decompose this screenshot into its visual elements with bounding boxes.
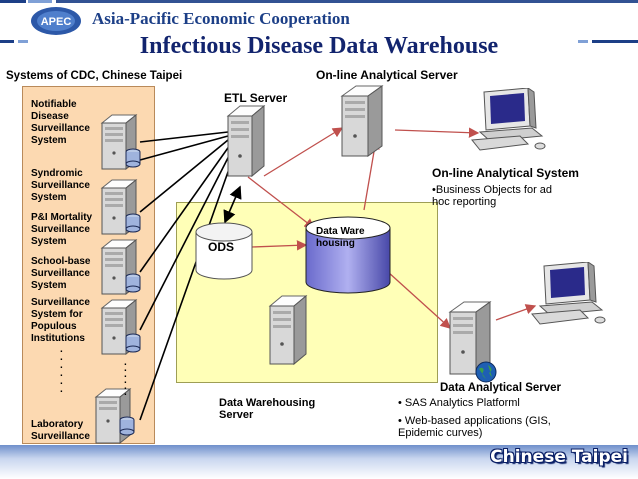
analytics-client-workstation-icon (530, 261, 610, 331)
arrow-etl-dw (247, 176, 316, 229)
olap-system-title: On-line Analytical System (432, 166, 579, 180)
source-school-base: School-base Surveillance System (31, 256, 91, 291)
connector-school-etl (139, 144, 231, 273)
source-ellipsis-right: . . . . . . (124, 357, 127, 398)
source-pi-mortality: P&I Mortality Surveillance System (31, 212, 93, 247)
data-analytical-server-icon (448, 300, 504, 385)
connector-institutions-etl (139, 149, 233, 331)
cdc-systems-heading: Systems of CDC, Chinese Taipei (6, 70, 183, 82)
olap-server-label: On-line Analytical Server (316, 68, 458, 82)
etl-server-label: ETL Server (224, 91, 288, 105)
footer-bar (0, 445, 638, 479)
etl-server-icon (226, 104, 270, 185)
server-laboratory-icon (94, 387, 138, 450)
arrow-olap-client (394, 127, 480, 138)
globe-icon (474, 360, 498, 389)
data-analytical-server-label: Data Analytical Server (440, 382, 562, 394)
server-institutions-icon (100, 298, 144, 361)
data-warehouse-label: Data Warehousing (316, 226, 365, 249)
source-laboratory: Laboratory Surveillance (31, 419, 90, 442)
data-warehouse-database-icon (304, 216, 396, 301)
connector-notifiable-etl (139, 131, 229, 143)
connector-syndromic-etl (139, 135, 229, 161)
analytics-bullet-sas: • SAS Analytics Platforml (398, 397, 520, 409)
data-warehousing-server-label: Data Warehousing Server (219, 397, 316, 421)
arrow-etl-olap (263, 127, 344, 177)
olap-client-workstation-icon (470, 87, 550, 157)
source-notifiable: Notifiable Disease Surveillance System (31, 99, 90, 146)
source-syndromic: Syndromic Surveillance System (31, 168, 90, 203)
server-syndromic-icon (100, 178, 144, 241)
connector-laboratory-etl (139, 154, 235, 421)
olap-system-bullet: •Business Objects for ad hoc reporting (432, 184, 553, 208)
ods-database-icon (194, 222, 256, 287)
organization-name: Asia-Pacific Economic Cooperation (92, 9, 350, 28)
source-ellipsis-left: . . . . . . (60, 344, 63, 395)
olap-server-icon (340, 84, 390, 165)
server-pi-mortality-icon (100, 238, 144, 301)
arrow-etl-ods (223, 185, 242, 224)
arrow-analytics-client (495, 304, 537, 321)
connector-pi-etl (139, 139, 229, 213)
server-notifiable-icon (100, 113, 144, 176)
data-warehousing-server-icon (268, 294, 312, 371)
apec-logo: APEC (30, 6, 82, 36)
source-populous-institutions: Surveillance System for Populous Institu… (31, 297, 90, 344)
ods-label: ODS (208, 240, 235, 254)
apec-logo-text: APEC (41, 16, 72, 28)
arrow-dw-analytics (387, 271, 451, 329)
analytics-bullet-web: • Web-based applications (GIS, Epidemic … (398, 415, 551, 439)
arrow-ods-dw (251, 240, 308, 251)
footer-region: Chinese Taipei (490, 447, 628, 467)
page-title: Infectious Disease Data Warehouse (139, 33, 499, 59)
